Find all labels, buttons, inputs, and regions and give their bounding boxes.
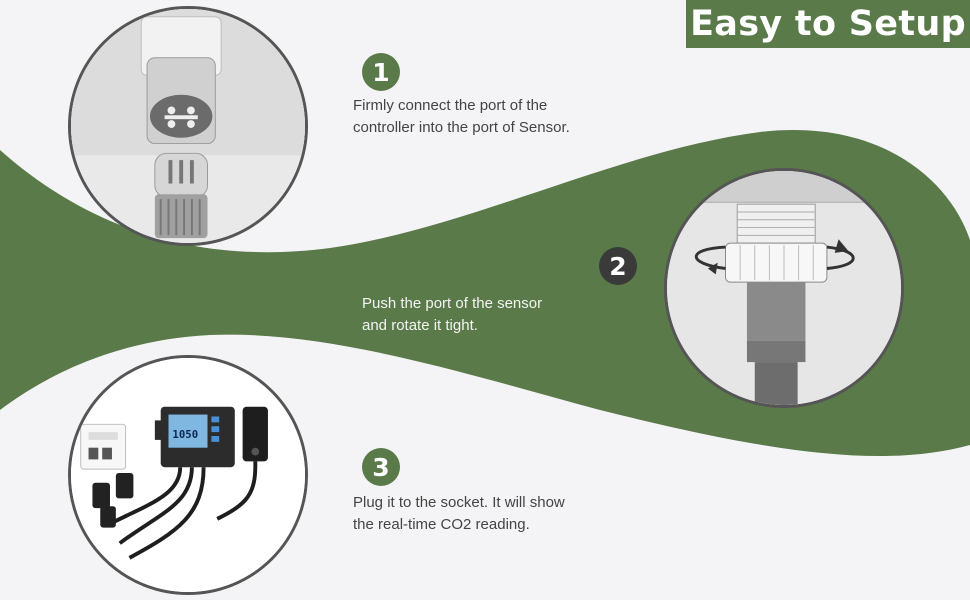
step-3-line-1: Plug it to the socket. It will show [353,494,565,511]
controller-socket-icon: 1050 [71,358,305,592]
sensor-rotate-illustration [664,168,904,408]
step-2-line-2: and rotate it tight. [362,317,478,334]
controller-reading: 1050 [172,428,198,441]
controller-socket-illustration: 1050 [68,355,308,595]
connector-icon [71,9,305,243]
step-2-text: Push the port of the sensor and rotate i… [362,293,602,337]
step-3-badge: 3 [362,448,400,486]
sensor-rotate-icon [667,171,901,405]
connector-illustration [68,6,308,246]
step-1-line-2: controller into the port of Sensor. [353,119,570,136]
step-1-badge: 1 [362,53,400,91]
step-1-text: Firmly connect the port of the controlle… [353,95,613,139]
step-2-badge: 2 [599,247,637,285]
step-3-line-2: the real-time CO2 reading. [353,516,530,533]
step-2-line-1: Push the port of the sensor [362,295,543,312]
page-title-banner: Easy to Setup [686,0,970,48]
step-3-text: Plug it to the socket. It will show the … [353,492,613,536]
step-1-line-1: Firmly connect the port of the [353,97,548,114]
